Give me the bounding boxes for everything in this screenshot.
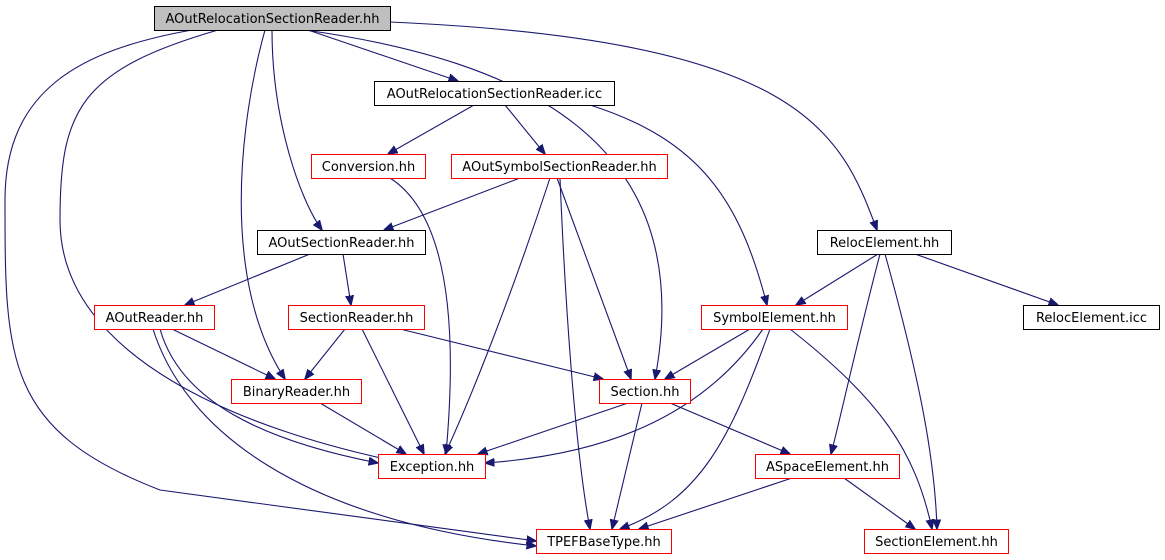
node-aor-box [94, 305, 215, 330]
node-secel-box [864, 529, 1009, 554]
node-tpef-label: TPEFBaseType.hh [546, 535, 661, 550]
edge-reloc-to-symel [796, 253, 879, 305]
edge-ase-to-secel [843, 477, 915, 529]
node-asym-label: AOutSymbolSectionReader.hh [462, 160, 656, 175]
edge-sec-to-ase [669, 402, 790, 454]
edge-aor-to-exc [159, 328, 378, 463]
node-symel-box [701, 305, 848, 330]
edge-ase-to-tpef [639, 477, 793, 529]
edge-conv-to-exc [389, 177, 450, 454]
edge-root-to-sec [304, 29, 663, 379]
edge-root-to-tpef [4, 29, 536, 541]
node-aosr-label: AOutSectionReader.hh [269, 236, 415, 251]
node-conv-box [311, 154, 426, 179]
edge-sr-to-br [305, 328, 346, 379]
node-conv[interactable]: Conversion.hh [311, 154, 426, 179]
node-symel-label: SymbolElement.hh [713, 311, 836, 326]
node-root: AOutRelocationSectionReader.hh [154, 6, 391, 31]
node-sr-label: SectionReader.hh [300, 311, 414, 326]
node-br-box [231, 379, 362, 404]
node-tpef-box [536, 529, 672, 554]
node-relicc-label: RelocElement.icc [1036, 311, 1147, 326]
node-br[interactable]: BinaryReader.hh [231, 379, 362, 404]
edge-reloc-to-relicc [914, 253, 1058, 305]
edge-aor-to-br [171, 328, 275, 379]
node-sec-box [599, 379, 691, 404]
node-ase-box [755, 454, 900, 479]
node-sec-label: Section.hh [611, 385, 680, 400]
edge-reloc-to-ase [831, 253, 881, 454]
node-aor[interactable]: AOutReader.hh [94, 305, 215, 330]
edge-sec-to-exc [478, 402, 629, 454]
edge-root-to-reloc [389, 21, 877, 230]
edge-reloc-to-secel [884, 253, 937, 529]
node-exc-label: Exception.hh [390, 460, 475, 475]
node-reloc-label: RelocElement.hh [830, 236, 940, 251]
node-symel[interactable]: SymbolElement.hh [701, 305, 848, 330]
node-ase-label: ASpaceElement.hh [766, 460, 889, 475]
node-aor-label: AOutReader.hh [106, 311, 204, 326]
edge-asym-to-sec [556, 177, 631, 379]
edge-icc-to-symel [589, 104, 767, 305]
edge-aosr-to-aor [185, 253, 311, 305]
node-reloc[interactable]: RelocElement.hh [817, 230, 952, 255]
edge-sr-to-sec [399, 328, 603, 379]
node-asym[interactable]: AOutSymbolSectionReader.hh [451, 154, 668, 179]
node-icc[interactable]: AOutRelocationSectionReader.icc [374, 81, 615, 106]
edge-root-to-exc [59, 29, 390, 460]
edge-symel-to-exc [485, 328, 764, 463]
edge-symel-to-secel [789, 328, 932, 529]
node-asym-box [451, 154, 668, 179]
node-reloc-box [817, 230, 952, 255]
edge-br-to-exc [319, 402, 406, 454]
node-sr-box [288, 305, 425, 330]
node-tpef[interactable]: TPEFBaseType.hh [536, 529, 672, 554]
node-br-label: BinaryReader.hh [243, 385, 350, 400]
edge-asym-to-exc [445, 177, 551, 454]
edge-sr-to-exc [361, 328, 424, 454]
node-secel-label: SectionElement.hh [875, 535, 998, 550]
node-secel[interactable]: SectionElement.hh [864, 529, 1009, 554]
edge-root-to-icc [307, 29, 458, 81]
edges-layer [4, 21, 1058, 546]
node-sec[interactable]: Section.hh [599, 379, 691, 404]
node-relicc[interactable]: RelocElement.icc [1023, 305, 1160, 330]
node-ase[interactable]: ASpaceElement.hh [755, 454, 900, 479]
node-root-box [154, 6, 391, 31]
node-aosr-box [257, 230, 426, 255]
node-aosr[interactable]: AOutSectionReader.hh [257, 230, 426, 255]
edge-icc-to-conv [388, 104, 475, 154]
edge-asym-to-tpef [559, 177, 590, 529]
edge-symel-to-tpef [620, 328, 771, 529]
node-conv-label: Conversion.hh [322, 160, 416, 175]
edge-root-to-br [240, 29, 285, 379]
node-icc-box [374, 81, 615, 106]
nodes-layer: AOutRelocationSectionReader.hhAOutReloca… [94, 6, 1160, 554]
edge-aor-to-tpef [152, 328, 536, 546]
node-icc-label: AOutRelocationSectionReader.icc [387, 87, 602, 102]
node-exc-box [378, 454, 486, 479]
node-root-label: AOutRelocationSectionReader.hh [166, 12, 380, 27]
edge-asym-to-aosr [384, 177, 521, 230]
edge-symel-to-sec [665, 328, 751, 379]
edge-root-to-aosr [271, 29, 322, 230]
node-sr[interactable]: SectionReader.hh [288, 305, 425, 330]
node-exc[interactable]: Exception.hh [378, 454, 486, 479]
edge-icc-to-asym [504, 104, 545, 154]
node-relicc-box [1023, 305, 1160, 330]
edge-aosr-to-sr [342, 253, 351, 305]
edge-sec-to-tpef [612, 402, 643, 529]
